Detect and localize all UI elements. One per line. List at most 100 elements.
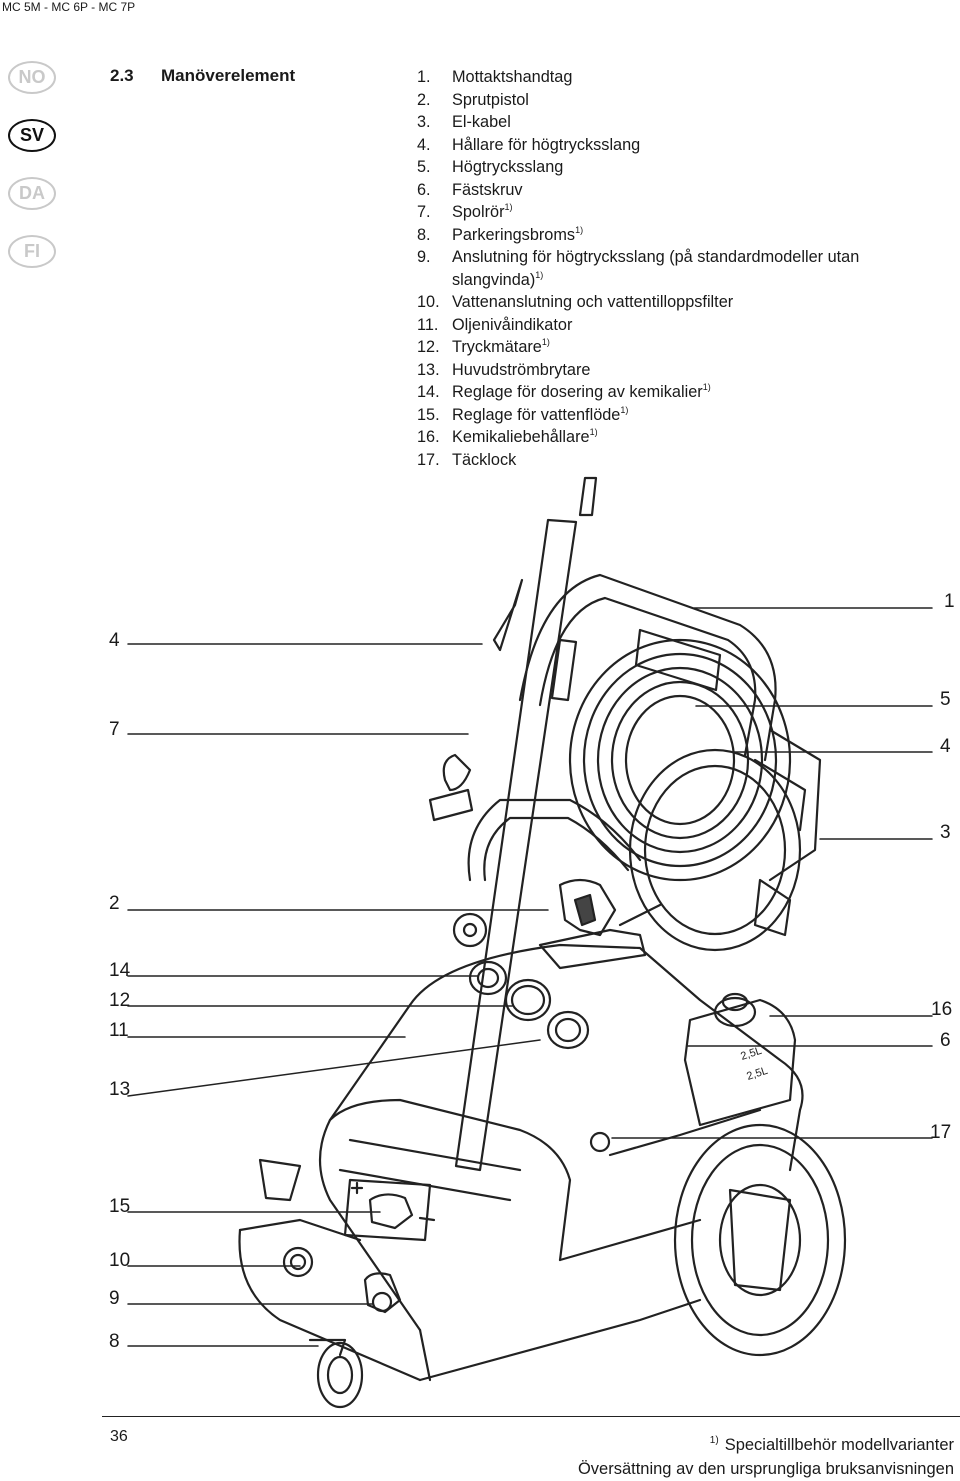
parts-list-item: 14.Reglage för dosering av kemikalier1) <box>417 381 942 404</box>
part-number: 2. <box>417 90 431 109</box>
part-number: 7. <box>417 203 431 221</box>
parts-list-item: 13. Huvudströmbrytare <box>417 359 942 382</box>
part-label-text: El-kabel <box>452 113 511 131</box>
chemical-tank: 2,5L 2,5L <box>683 992 797 1127</box>
callout-left-10: 10 <box>109 1250 131 1271</box>
translation-note: Översättning av den ursprungliga bruksan… <box>577 1460 954 1478</box>
callout-right-16: 16 <box>931 999 953 1020</box>
part-label-text: Tryckmätare <box>452 338 542 356</box>
parts-list-item: 17. Täcklock <box>417 449 942 472</box>
parts-list-item: 15. Reglage för vattenflöde1) <box>417 404 942 427</box>
parts-list: 1. Mottaktshandtag 2. Sprutpistol 3. El-kabel… <box>417 66 942 471</box>
spray-lance <box>258 476 598 1202</box>
callout-right-4: 4 <box>940 736 951 757</box>
parts-list-item: 4. Hållare för högtrycksslang <box>417 134 942 157</box>
callout-left-8: 8 <box>109 1331 120 1352</box>
part-label: Vattenanslutning och vattentilloppsfilte… <box>452 291 942 314</box>
part-label-text: Reglage för vattenflöde <box>452 405 621 424</box>
part-number: 9. <box>417 248 431 266</box>
machine-body <box>238 943 804 1382</box>
part-label-text: Hållare för högtrycksslang <box>452 135 641 154</box>
part-label: Huvudströmbrytare <box>452 359 942 382</box>
part-label: Fästskruv <box>452 179 942 202</box>
part-label: Anslutning för högtrycksslang (på standa… <box>452 246 942 291</box>
part-number: 5. <box>417 158 431 176</box>
callout-left-9: 9 <box>109 1288 120 1309</box>
footnote-text: Specialtillbehör modellvarianter <box>724 1436 954 1454</box>
callout-left-7: 7 <box>109 719 120 740</box>
push-handle <box>452 573 777 948</box>
part-label-text: Sprutpistol <box>452 90 529 109</box>
part-label: Reglage för vattenflöde1) <box>452 404 942 427</box>
part-number: 16. <box>417 428 440 446</box>
footer-divider <box>102 1416 960 1417</box>
callout-left-12: 12 <box>109 990 131 1011</box>
control-panel <box>468 960 611 1153</box>
part-label-text: Spolrör <box>452 203 505 221</box>
part-number: 10. <box>417 293 440 311</box>
part-label: Högtrycksslang <box>452 156 942 179</box>
part-label-text: Fästskruv <box>452 180 523 199</box>
parts-list-item: 10. Vattenanslutning och vattentilloppsfi… <box>417 291 942 314</box>
footnote-ref: 1) <box>504 202 513 212</box>
parts-list-item: 1. Mottaktshandtag <box>417 66 942 89</box>
lang-tab-no[interactable]: NO <box>8 61 56 94</box>
part-number: 3. <box>417 113 431 131</box>
part-label-text: Huvudströmbrytare <box>452 360 591 379</box>
part-number: 15. <box>417 405 440 424</box>
part-number: 11. <box>417 315 439 334</box>
hose-reel <box>568 638 822 952</box>
part-label-text: Vattenanslutning och vattentilloppsfilte… <box>452 293 734 311</box>
footnote-ref: 1) <box>575 224 584 235</box>
parts-list-item: 3. El-kabel <box>417 111 942 134</box>
part-number: 17. <box>417 450 440 469</box>
callout-right-17: 17 <box>930 1122 952 1143</box>
part-label-text: Parkeringsbroms <box>452 225 576 244</box>
tank-marking: 2,5L <box>739 1045 763 1063</box>
part-number: 6. <box>417 180 431 199</box>
part-number: 1. <box>417 68 431 86</box>
parts-list-item: 8. Parkeringsbroms1) <box>417 224 942 247</box>
footnote-ref: 1) <box>541 337 550 347</box>
part-label: Sprutpistol <box>452 89 942 112</box>
part-number: 13. <box>417 360 440 379</box>
part-number: 12. <box>417 338 440 356</box>
spray-gun <box>538 878 662 970</box>
parts-list-item: 6. Fästskruv <box>417 179 942 202</box>
part-number: 8. <box>417 225 431 244</box>
parts-list-item: 9. Anslutning för högtrycksslang (på stan… <box>417 246 942 291</box>
lang-tab-sv[interactable]: SV <box>8 119 56 152</box>
part-label-text: Täcklock <box>452 450 517 469</box>
part-label: Tryckmätare1) <box>452 336 942 359</box>
castor-wheel <box>308 1338 364 1409</box>
parts-list-item: 12. Tryckmätare1) <box>417 336 942 359</box>
callout-right-3: 3 <box>940 822 951 843</box>
footnote-marker: 1) <box>709 1435 719 1446</box>
footnote-ref: 1) <box>702 382 711 392</box>
part-number: 4. <box>417 135 431 154</box>
lang-tab-da[interactable]: DA <box>8 177 56 210</box>
footnote-ref: 1) <box>535 269 544 280</box>
part-label-text: Kemikaliebehållare <box>452 428 590 446</box>
part-label-text: Anslutning för högtrycksslang (på standa… <box>452 248 860 289</box>
parts-list-item: 11. Oljenivåindikator <box>417 314 942 337</box>
parts-list-item: 7. Spolrör1) <box>417 201 942 224</box>
part-label: Hållare för högtrycksslang <box>452 134 942 157</box>
rear-wheel <box>673 1123 847 1357</box>
part-label-text: Högtrycksslang <box>452 158 564 176</box>
svg-text:2,5L: 2,5L <box>745 1065 769 1083</box>
section-number: 2.3 <box>110 66 134 85</box>
parts-list-item: 2. Sprutpistol <box>417 89 942 112</box>
callout-left-11: 11 <box>109 1020 129 1041</box>
lang-tab-fi[interactable]: FI <box>8 235 56 268</box>
part-label: Mottaktshandtag <box>452 66 942 89</box>
callout-right-6: 6 <box>940 1030 951 1051</box>
part-label: Oljenivåindikator <box>452 314 942 337</box>
part-label: Spolrör1) <box>452 201 942 224</box>
part-label-text: Oljenivåindikator <box>452 315 573 334</box>
callout-left-14: 14 <box>109 960 131 981</box>
callout-right-5: 5 <box>940 689 951 710</box>
part-number: 14. <box>417 383 440 401</box>
callout-right-1: 1 <box>944 591 955 612</box>
